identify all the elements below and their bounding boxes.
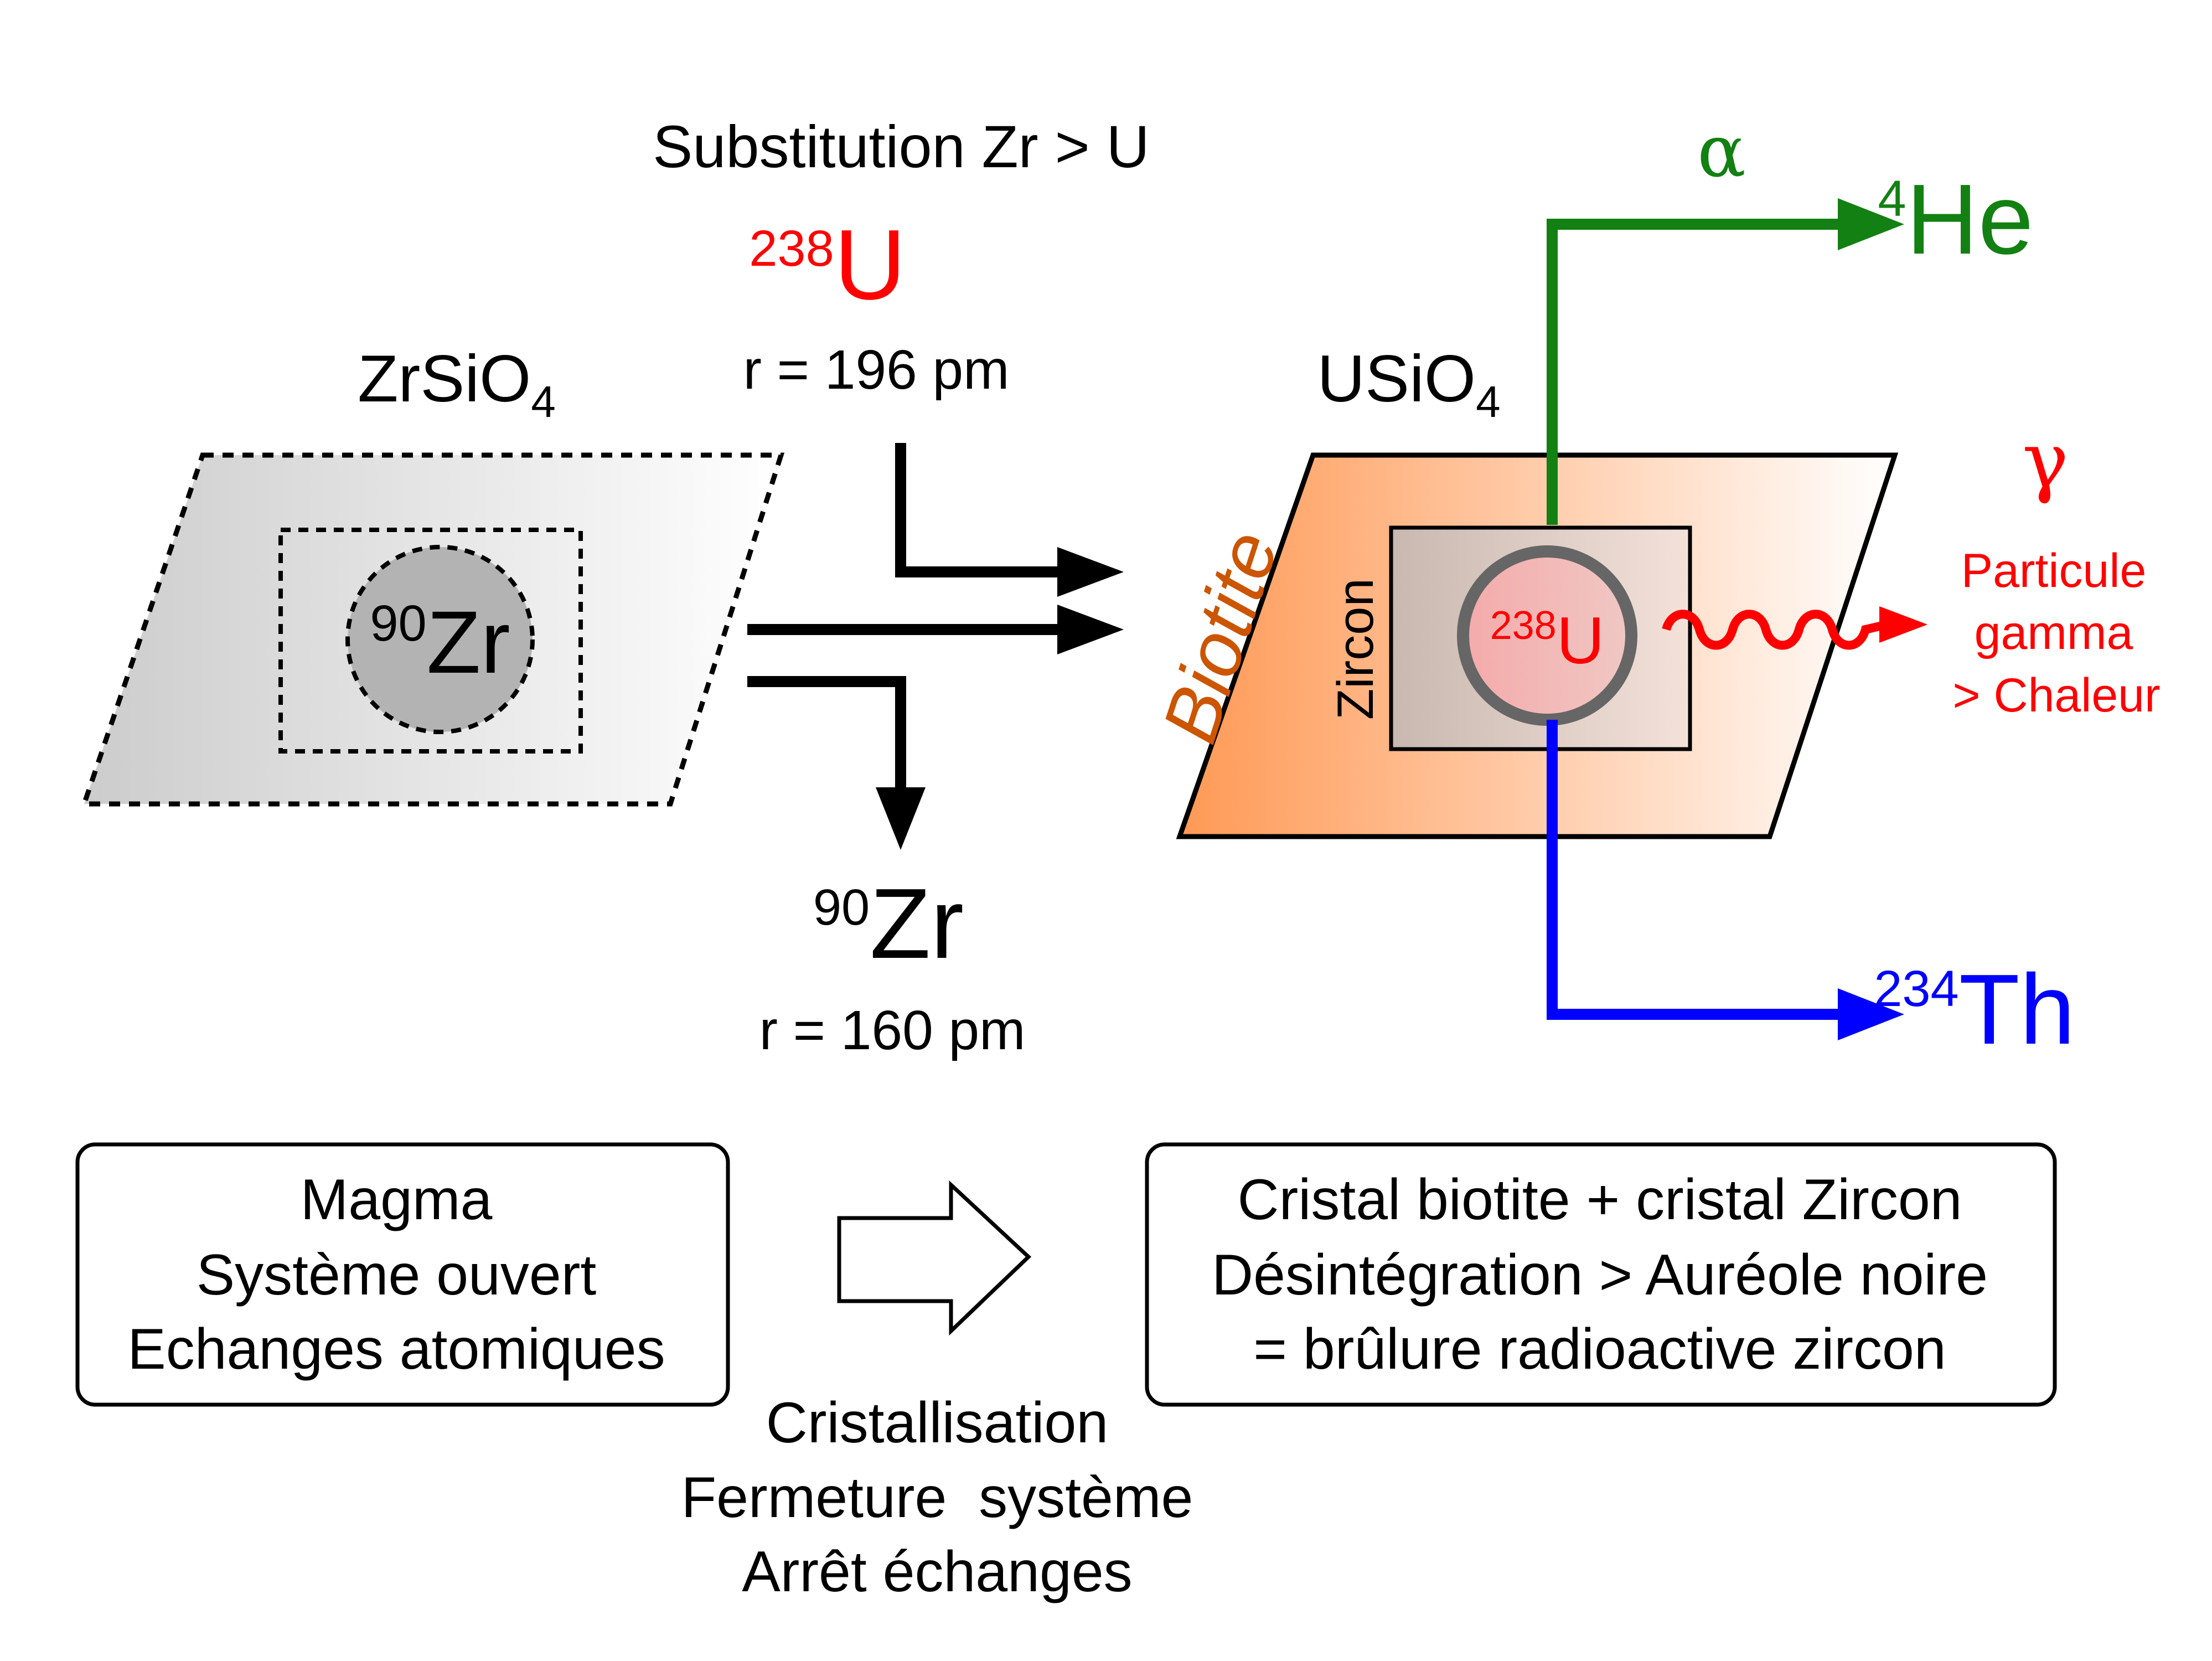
helium-mass: 4 <box>1878 171 1906 227</box>
arrowhead-zr-out <box>876 787 926 850</box>
arrowhead-straight <box>1057 605 1124 654</box>
zrsio4-inner-cell <box>278 528 583 754</box>
crystal-box-frame <box>1145 1142 2057 1407</box>
u-atom-label: 238U <box>1490 603 1605 678</box>
substitution-title: Substitution Zr > U <box>653 113 1149 180</box>
uranium-in-radius: r = 196 pm <box>743 339 1010 401</box>
gamma-symbol: γ <box>2022 416 2069 506</box>
alpha-arrowhead <box>1838 198 1904 250</box>
zr-out-radius: r = 160 pm <box>759 999 1026 1061</box>
process-line2: Fermeture système <box>681 1466 1193 1530</box>
uranium-in-label: 238U <box>749 209 906 321</box>
usio4-crystal: USiO4 Biotite Zircon 238U <box>1145 342 1899 839</box>
process-line3: Arrêt échanges <box>742 1540 1132 1604</box>
zrsio4-formula-sub: 4 <box>531 377 556 426</box>
gamma-text-line3: > Chaleur <box>1952 669 2160 722</box>
thorium-label: 234Th <box>1874 954 2075 1065</box>
gamma-emission: γ Particule gamma > Chaleur <box>1662 416 2161 722</box>
process-text: Cristallisation Fermeture système Arrêt … <box>681 1391 1193 1604</box>
gamma-arrowhead <box>1879 606 1927 643</box>
zrsio4-crystal: 90Zr ZrSiO4 <box>80 342 785 807</box>
gamma-wave <box>1662 610 1883 650</box>
uranium-in-mass: 238 <box>749 220 834 277</box>
magma-box-line3: Echanges atomiques <box>127 1317 665 1381</box>
thorium-decay: 234Th <box>1547 720 2075 1065</box>
alpha-arrow-line <box>1547 219 1849 525</box>
arrow-u-in <box>895 443 1068 577</box>
substitution-arrowheads <box>876 547 1124 850</box>
u-atom-symbol: U <box>1557 603 1605 678</box>
alpha-decay: α 4He <box>1547 109 2034 525</box>
magma-box: Magma Système ouvert Echanges atomiques <box>75 1142 730 1407</box>
usio4-formula-sub: 4 <box>1476 377 1501 426</box>
zr-out-symbol: Zr <box>870 868 964 979</box>
usio4-formula: USiO4 <box>1317 342 1500 426</box>
alpha-symbol: α <box>1697 109 1746 193</box>
thorium-arrowhead <box>1838 988 1904 1040</box>
crystal-box: Cristal biotite + cristal Zircon Désinté… <box>1145 1142 2057 1407</box>
thorium-mass: 234 <box>1874 961 1959 1017</box>
helium-symbol: He <box>1906 164 2034 275</box>
helium-label: 4He <box>1878 164 2033 275</box>
gamma-text-line1: Particule <box>1961 544 2147 597</box>
magma-box-line1: Magma <box>301 1168 493 1232</box>
zr-atom-mass: 90 <box>370 595 426 652</box>
crystal-box-line3: = brûlure radioactive zircon <box>1253 1317 1946 1381</box>
usio4-formula-main: USiO <box>1317 342 1476 416</box>
zrsio4-formula-main: ZrSiO <box>358 342 531 416</box>
zrsio4-formula: ZrSiO4 <box>358 342 556 426</box>
crystal-box-line2: Désintégration > Auréole noire <box>1212 1243 1988 1307</box>
thorium-symbol: Th <box>1959 954 2075 1065</box>
thorium-arrow-line <box>1547 720 1849 1020</box>
uranium-in-symbol: U <box>834 209 906 321</box>
zr-out-label: 90Zr <box>813 868 964 979</box>
u-atom-mass: 238 <box>1490 603 1557 648</box>
zr-atom-symbol: Zr <box>427 592 510 692</box>
zr-out-mass: 90 <box>813 879 870 936</box>
zr-atom <box>345 545 535 734</box>
process-arrow <box>837 1180 1032 1336</box>
arrow-zr-out <box>747 676 906 797</box>
gamma-text-line2: gamma <box>1975 606 2133 659</box>
substitution-arrows <box>747 443 1068 797</box>
zr-atom-label: 90Zr <box>370 592 510 692</box>
arrowhead-u-in <box>1057 547 1124 597</box>
process-line1: Cristallisation <box>766 1391 1108 1455</box>
magma-box-frame <box>75 1142 730 1407</box>
zircon-label: Zircon <box>1327 578 1384 720</box>
crystal-box-line1: Cristal biotite + cristal Zircon <box>1237 1168 1962 1232</box>
magma-box-line2: Système ouvert <box>197 1243 597 1307</box>
